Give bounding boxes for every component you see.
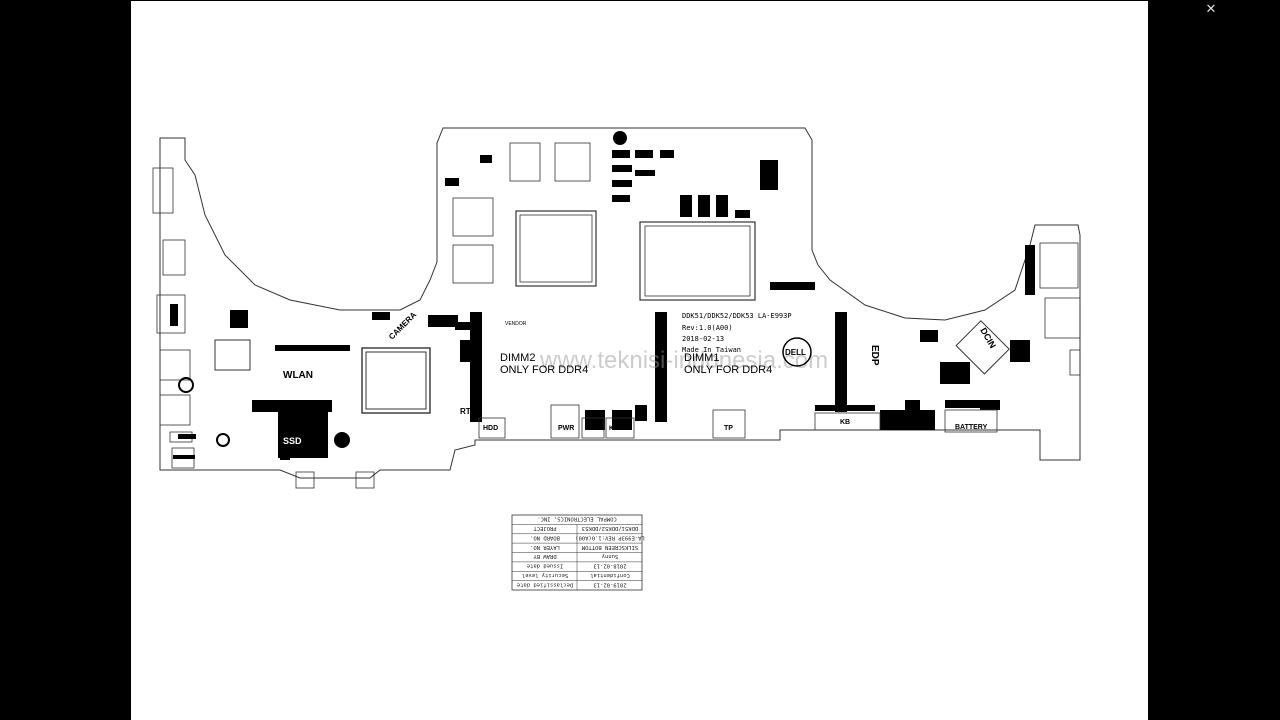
title-block-key: DRAW BY [533, 553, 557, 559]
memory-chips [452, 142, 756, 301]
board-info-line-2: Rev:1.0(A00) [682, 324, 733, 332]
ssd-label: SSD [283, 436, 302, 446]
battery-label: BATTERY [955, 424, 988, 431]
watermark-text: www.teknisi-indonesia.com [539, 347, 828, 374]
right-ports [1039, 242, 1081, 376]
mounting-holes [178, 377, 230, 447]
title-block: COMPAL ELECTRONICS, INC. PROJECT DDK51/DDK… [511, 514, 645, 591]
title-block-value: Confidential [590, 572, 630, 578]
bottom-connectors [295, 404, 998, 489]
title-block-value: LA-E993P REV:1.0(A00) [575, 534, 645, 540]
dimm2-note: ONLY FOR DDR4 [500, 364, 588, 376]
title-block-key: LAYER NO. [530, 544, 560, 550]
title-block-key: Security level [522, 572, 568, 578]
kbl-label: KB/BL [609, 425, 629, 432]
led-label: LED [586, 425, 600, 432]
right-port-fill [1025, 245, 1035, 295]
edp-label: EDP [869, 345, 880, 366]
tp-label: TP [724, 425, 733, 432]
board-outline [159, 127, 1081, 479]
dimm2-label: DIMM2 [500, 352, 535, 364]
board-silkscreen-drawing: www.teknisi-indonesia.com DIMM2 ONLY FOR… [152, 127, 1081, 591]
board-info-line-3: 2018-02-13 [682, 335, 724, 343]
left-ports [152, 167, 195, 469]
dell-logo-icon [782, 337, 812, 367]
title-block-value: DDK51/DDK52/DDK53 [582, 525, 638, 531]
board-info-line-4: Made In Taiwan [682, 346, 741, 354]
title-block-key: Declassified date [517, 581, 573, 587]
title-block-value: 2019-02-13 [593, 581, 626, 587]
dimm1-label: DIMM1 [684, 352, 719, 364]
rtc-label: RTC [460, 407, 477, 416]
title-block-value: Sunny [601, 553, 618, 559]
title-block-key: PROJECT [533, 525, 557, 531]
vendor-label: VENDOR [505, 321, 527, 327]
title-block-value: SILKSCREEN BOTTOM [581, 544, 638, 550]
title-block-key: COMPAL ELECTRONICS, INC. [537, 516, 616, 522]
component-blocks [230, 131, 1030, 460]
board-info-line-1: DDK51/DDK52/DDK53 LA-E993P [682, 312, 792, 320]
pwr-label: PWR [558, 425, 574, 432]
dimm1-note: ONLY FOR DDR4 [684, 364, 772, 376]
title-block-key: Issued date [527, 563, 563, 569]
schematic-sheet: www.teknisi-indonesia.com DIMM2 ONLY FOR… [131, 1, 1148, 720]
wlan-label: WLAN [283, 370, 313, 381]
left-port-fills [170, 304, 196, 459]
title-block-value: 2018-02-13 [593, 563, 626, 569]
kb-label: KB [840, 419, 850, 426]
title-block-key: BOARD NO. [530, 534, 560, 540]
brand-label: DELL [785, 348, 806, 357]
close-icon[interactable]: ✕ [1205, 2, 1217, 17]
processor-chips [214, 320, 1010, 414]
hdd-label: HDD [483, 425, 498, 432]
